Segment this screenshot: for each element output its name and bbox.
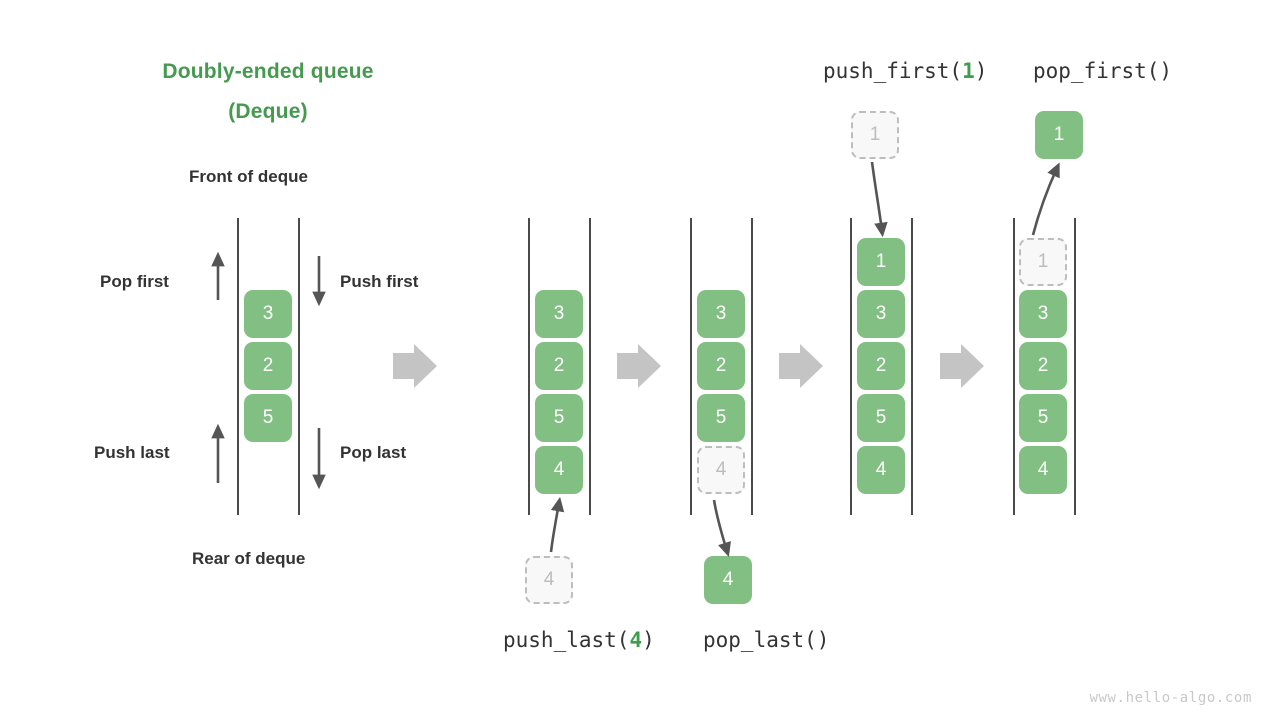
deque-rail-left-1 (528, 218, 530, 515)
deque-item: 4 (1019, 446, 1067, 494)
caption-push-last: push_last(4) (503, 628, 655, 652)
label-front-of-deque: Front of deque (189, 167, 308, 186)
caption-pop-last-name: pop_last() (703, 628, 830, 652)
deque-item: 5 (697, 394, 745, 442)
deque-item: 5 (535, 394, 583, 442)
page-title-line1: Doubly-ended queue (162, 60, 374, 83)
deque-item: 3 (535, 290, 583, 338)
deque-item: 2 (535, 342, 583, 390)
deque-item: 3 (244, 290, 292, 338)
caption-push-last-arg: 4 (629, 628, 643, 652)
pop-first-output-box: 1 (1035, 111, 1083, 159)
deque-item: 3 (857, 290, 905, 338)
pop-last-output-box: 4 (704, 556, 752, 604)
deque-rail-right-1 (589, 218, 591, 515)
page-title-line2: (Deque) (228, 100, 308, 123)
deque-rail-right-4 (1074, 218, 1076, 515)
deque-rail-left-2 (690, 218, 692, 515)
deque-rail-left-0 (237, 218, 239, 515)
label-rear-of-deque: Rear of deque (192, 549, 306, 568)
caption-push-first-name: push_first( (823, 59, 963, 83)
deque-item: 4 (857, 446, 905, 494)
deque-rail-left-4 (1013, 218, 1015, 515)
deque-rail-right-0 (298, 218, 300, 515)
deque-item: 1 (857, 238, 905, 286)
deque-item: 2 (857, 342, 905, 390)
caption-pop-last: pop_last() (703, 628, 829, 652)
deque-item: 5 (244, 394, 292, 442)
caption-push-last-close: ) (642, 628, 655, 652)
push-last-input-box: 4 (525, 556, 573, 604)
deque-item: 5 (857, 394, 905, 442)
deque-item-popped: 1 (1019, 238, 1067, 286)
deque-rail-left-3 (850, 218, 852, 515)
deque-item: 2 (244, 342, 292, 390)
label-push-first: Push first (340, 272, 419, 291)
deque-item: 2 (697, 342, 745, 390)
deque-rail-right-3 (911, 218, 913, 515)
label-push-last: Push last (94, 443, 170, 462)
label-pop-last: Pop last (340, 443, 407, 462)
watermark: www.hello-algo.com (1089, 690, 1252, 706)
deque-rail-right-2 (751, 218, 753, 515)
deque-item-popped: 4 (697, 446, 745, 494)
caption-push-first-close: ) (974, 59, 988, 83)
deque-item: 5 (1019, 394, 1067, 442)
caption-push-last-name: push_last( (503, 628, 630, 652)
deque-item: 3 (697, 290, 745, 338)
deque-item: 3 (1019, 290, 1067, 338)
label-pop-first: Pop first (100, 272, 169, 291)
caption-pop-first: pop_first() (1033, 59, 1172, 83)
caption-push-first: push_first(1) (823, 59, 987, 83)
caption-pop-first-name: pop_first() (1033, 59, 1173, 83)
push-first-input-box: 1 (851, 111, 899, 159)
deque-item: 2 (1019, 342, 1067, 390)
deque-item: 4 (535, 446, 583, 494)
caption-push-first-arg: 1 (962, 59, 975, 83)
